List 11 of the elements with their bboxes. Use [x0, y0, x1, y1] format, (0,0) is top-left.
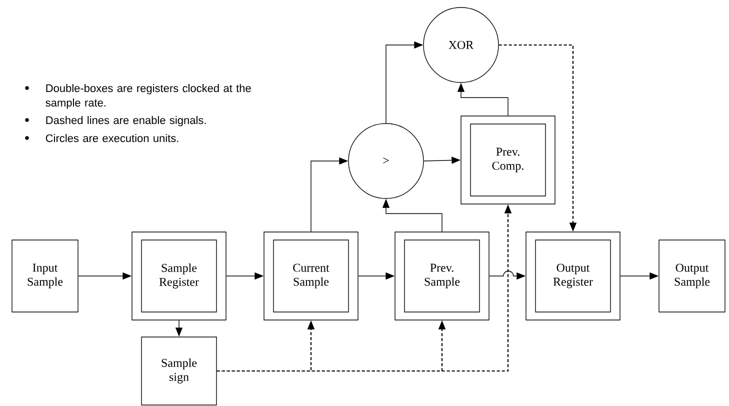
- register-box: Prev. Sample: [394, 232, 490, 320]
- register-box: Current Sample: [264, 232, 358, 320]
- note: Dashed lines are enable signals.: [46, 116, 206, 126]
- register-box: Prev. Comp.: [460, 116, 556, 204]
- output-box: Output Sample: [658, 240, 726, 312]
- note: Double-boxes are registers clocked at the sample rate.: [46, 84, 251, 109]
- input-box: Input Sample: [12, 240, 78, 312]
- register-box: Sample Register: [132, 232, 226, 320]
- sign-box: Sample sign: [141, 336, 217, 406]
- note: Circles are execution units.: [46, 134, 178, 142]
- register-box: Output Register: [526, 232, 620, 320]
